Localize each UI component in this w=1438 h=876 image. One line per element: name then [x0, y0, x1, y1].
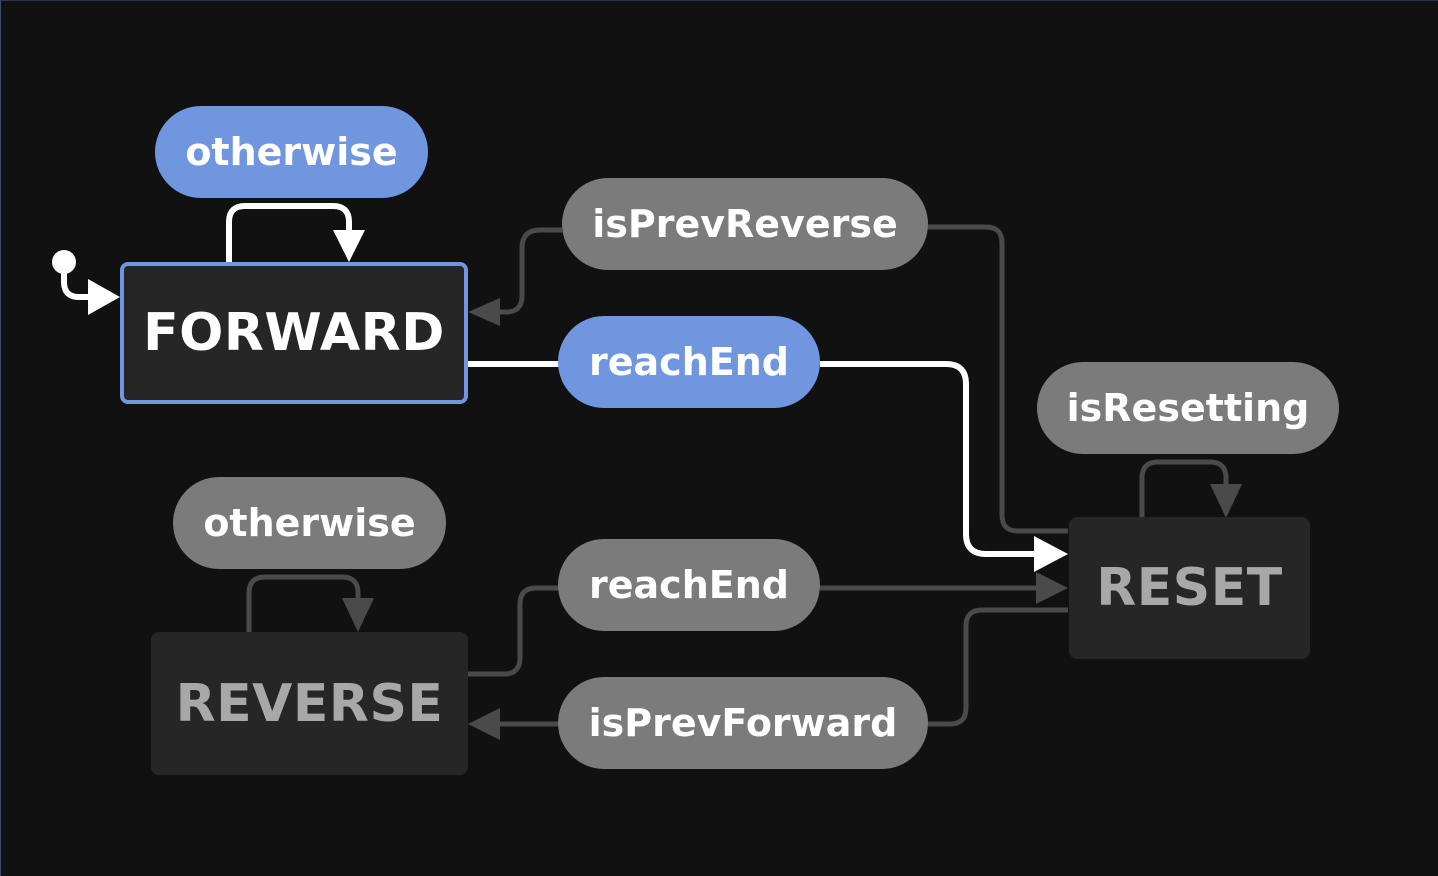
transition-is-prev-forward[interactable]: isPrevForward [558, 677, 928, 769]
transition-is-prev-reverse[interactable]: isPrevReverse [562, 178, 928, 270]
transition-reverse-otherwise[interactable]: otherwise [173, 477, 446, 569]
transition-reverse-reach-end[interactable]: reachEnd [558, 539, 820, 631]
edge-is-prev-forward [468, 607, 1068, 740]
transition-is-resetting[interactable]: isResetting [1037, 362, 1339, 454]
transition-forward-reach-end[interactable]: reachEnd [558, 316, 820, 408]
edge-reverse-otherwise [246, 574, 374, 632]
state-reset[interactable]: RESET [1069, 517, 1310, 659]
state-forward[interactable]: FORWARD [120, 262, 468, 404]
edge-reverse-reach-end [468, 572, 1068, 677]
initial-state-marker [52, 250, 120, 315]
edge-is-prev-reverse [468, 224, 1068, 534]
transition-forward-otherwise[interactable]: otherwise [155, 106, 428, 198]
state-reverse[interactable]: REVERSE [151, 632, 468, 775]
edge-is-resetting [1139, 459, 1242, 518]
edge-forward-reach-end [468, 361, 1068, 572]
edge-forward-otherwise [226, 203, 365, 262]
